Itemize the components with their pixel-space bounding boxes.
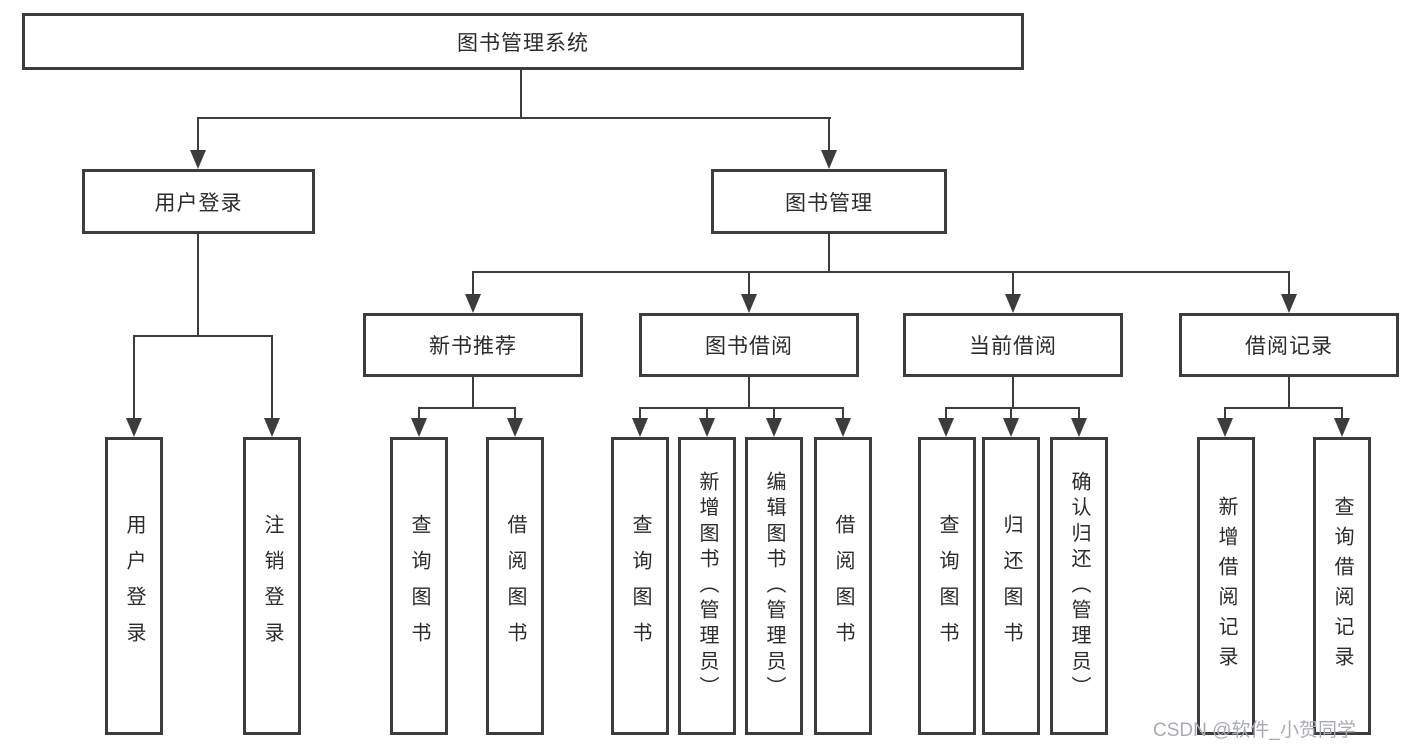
node-new-book-recommend-label: 新书推荐 bbox=[429, 335, 517, 358]
connector-line bbox=[271, 335, 273, 418]
leaf-return-books: 归还图书 bbox=[982, 437, 1040, 735]
node-book-management-label: 图书管理 bbox=[785, 191, 873, 215]
connector-line bbox=[1012, 377, 1014, 408]
connector-line bbox=[472, 377, 474, 408]
arrow-down-icon bbox=[126, 418, 142, 437]
connector-line bbox=[639, 407, 844, 409]
connector-line bbox=[1010, 407, 1012, 419]
leaf-return-books-label: 归还图书 bbox=[1000, 514, 1022, 658]
leaf-add-borrow-record-label: 新增借阅记录 bbox=[1215, 496, 1237, 676]
node-current-borrow-label: 当前借阅 bbox=[969, 335, 1057, 358]
connector-line bbox=[828, 117, 830, 150]
leaf-add-borrow-record: 新增借阅记录 bbox=[1197, 437, 1255, 735]
leaf-edit-book-admin-label: 编辑图书（管理员） bbox=[763, 470, 785, 702]
arrow-down-icon bbox=[766, 418, 782, 437]
connector-line bbox=[748, 271, 750, 295]
connector-line bbox=[1224, 407, 1226, 419]
connector-line bbox=[1288, 271, 1290, 295]
arrow-down-icon bbox=[699, 418, 715, 437]
connector-line bbox=[748, 377, 750, 408]
node-root: 图书管理系统 bbox=[22, 13, 1024, 70]
connector-line bbox=[472, 271, 474, 295]
arrow-down-icon bbox=[821, 150, 837, 169]
node-user-login-label: 用户登录 bbox=[154, 191, 243, 215]
connector-line bbox=[133, 335, 273, 337]
connector-line bbox=[197, 117, 831, 119]
arrow-down-icon bbox=[507, 418, 523, 437]
connector-line bbox=[945, 407, 947, 419]
leaf-borrow-books: 借阅图书 bbox=[814, 437, 872, 735]
leaf-confirm-return-admin: 确认归还（管理员） bbox=[1050, 437, 1108, 735]
leaf-add-book-admin: 新增图书（管理员） bbox=[678, 437, 736, 735]
leaf-query-books-borrow: 查询图书 bbox=[611, 437, 669, 735]
leaf-borrow-books-recommend: 借阅图书 bbox=[486, 437, 544, 735]
node-user-login: 用户登录 bbox=[82, 169, 315, 234]
connector-line bbox=[520, 70, 522, 118]
leaf-query-books-borrow-label: 查询图书 bbox=[629, 514, 651, 658]
arrow-down-icon bbox=[632, 418, 648, 437]
connector-line bbox=[418, 407, 420, 419]
arrow-down-icon bbox=[1005, 294, 1021, 313]
arrow-down-icon bbox=[938, 418, 954, 437]
connector-line bbox=[514, 407, 516, 419]
node-book-borrow-label: 图书借阅 bbox=[705, 335, 793, 358]
arrow-down-icon bbox=[835, 418, 851, 437]
arrow-down-icon bbox=[741, 294, 757, 313]
connector-line bbox=[133, 335, 135, 418]
connector-line bbox=[945, 407, 1080, 409]
leaf-borrow-books-label: 借阅图书 bbox=[832, 514, 854, 658]
connector-line bbox=[1288, 377, 1290, 408]
leaf-query-books-current-label: 查询图书 bbox=[936, 514, 958, 658]
connector-line bbox=[828, 234, 830, 272]
connector-line bbox=[472, 271, 1290, 273]
arrow-down-icon bbox=[1217, 418, 1233, 437]
leaf-confirm-return-admin-label: 确认归还（管理员） bbox=[1068, 470, 1090, 702]
arrow-down-icon bbox=[411, 418, 427, 437]
arrow-down-icon bbox=[465, 294, 481, 313]
leaf-query-books-recommend: 查询图书 bbox=[390, 437, 448, 735]
leaf-user-login-label: 用户登录 bbox=[123, 514, 145, 658]
node-book-borrow: 图书借阅 bbox=[639, 313, 859, 377]
leaf-borrow-books-recommend-label: 借阅图书 bbox=[504, 514, 526, 658]
leaf-add-book-admin-label: 新增图书（管理员） bbox=[696, 470, 718, 702]
leaf-user-login: 用户登录 bbox=[105, 437, 163, 735]
node-root-label: 图书管理系统 bbox=[457, 31, 589, 55]
watermark: CSDN @软件_小贺同学 bbox=[1153, 720, 1356, 741]
leaf-logout: 注销登录 bbox=[243, 437, 301, 735]
arrow-down-icon bbox=[1003, 418, 1019, 437]
connector-line bbox=[197, 117, 199, 150]
arrow-down-icon bbox=[1334, 418, 1350, 437]
connector-line bbox=[1012, 271, 1014, 295]
node-book-management: 图书管理 bbox=[711, 169, 947, 234]
connector-line bbox=[418, 407, 516, 409]
node-new-book-recommend: 新书推荐 bbox=[363, 313, 583, 377]
leaf-query-books-current: 查询图书 bbox=[918, 437, 976, 735]
connector-line bbox=[1224, 407, 1343, 409]
connector-line bbox=[773, 407, 775, 419]
arrow-down-icon bbox=[190, 150, 206, 169]
leaf-query-borrow-record-label: 查询借阅记录 bbox=[1331, 496, 1353, 676]
arrow-down-icon bbox=[264, 418, 280, 437]
node-borrow-records-label: 借阅记录 bbox=[1245, 335, 1333, 358]
arrow-down-icon bbox=[1281, 294, 1297, 313]
node-current-borrow: 当前借阅 bbox=[903, 313, 1123, 377]
connector-line bbox=[197, 234, 199, 337]
arrow-down-icon bbox=[1071, 418, 1087, 437]
leaf-query-books-recommend-label: 查询图书 bbox=[408, 514, 430, 658]
connector-line bbox=[1078, 407, 1080, 419]
node-borrow-records: 借阅记录 bbox=[1179, 313, 1399, 377]
connector-line bbox=[706, 407, 708, 419]
leaf-edit-book-admin: 编辑图书（管理员） bbox=[745, 437, 803, 735]
connector-line bbox=[639, 407, 641, 419]
leaf-logout-label: 注销登录 bbox=[261, 514, 283, 658]
connector-line bbox=[1341, 407, 1343, 419]
leaf-query-borrow-record: 查询借阅记录 bbox=[1313, 437, 1371, 735]
connector-line bbox=[842, 407, 844, 419]
